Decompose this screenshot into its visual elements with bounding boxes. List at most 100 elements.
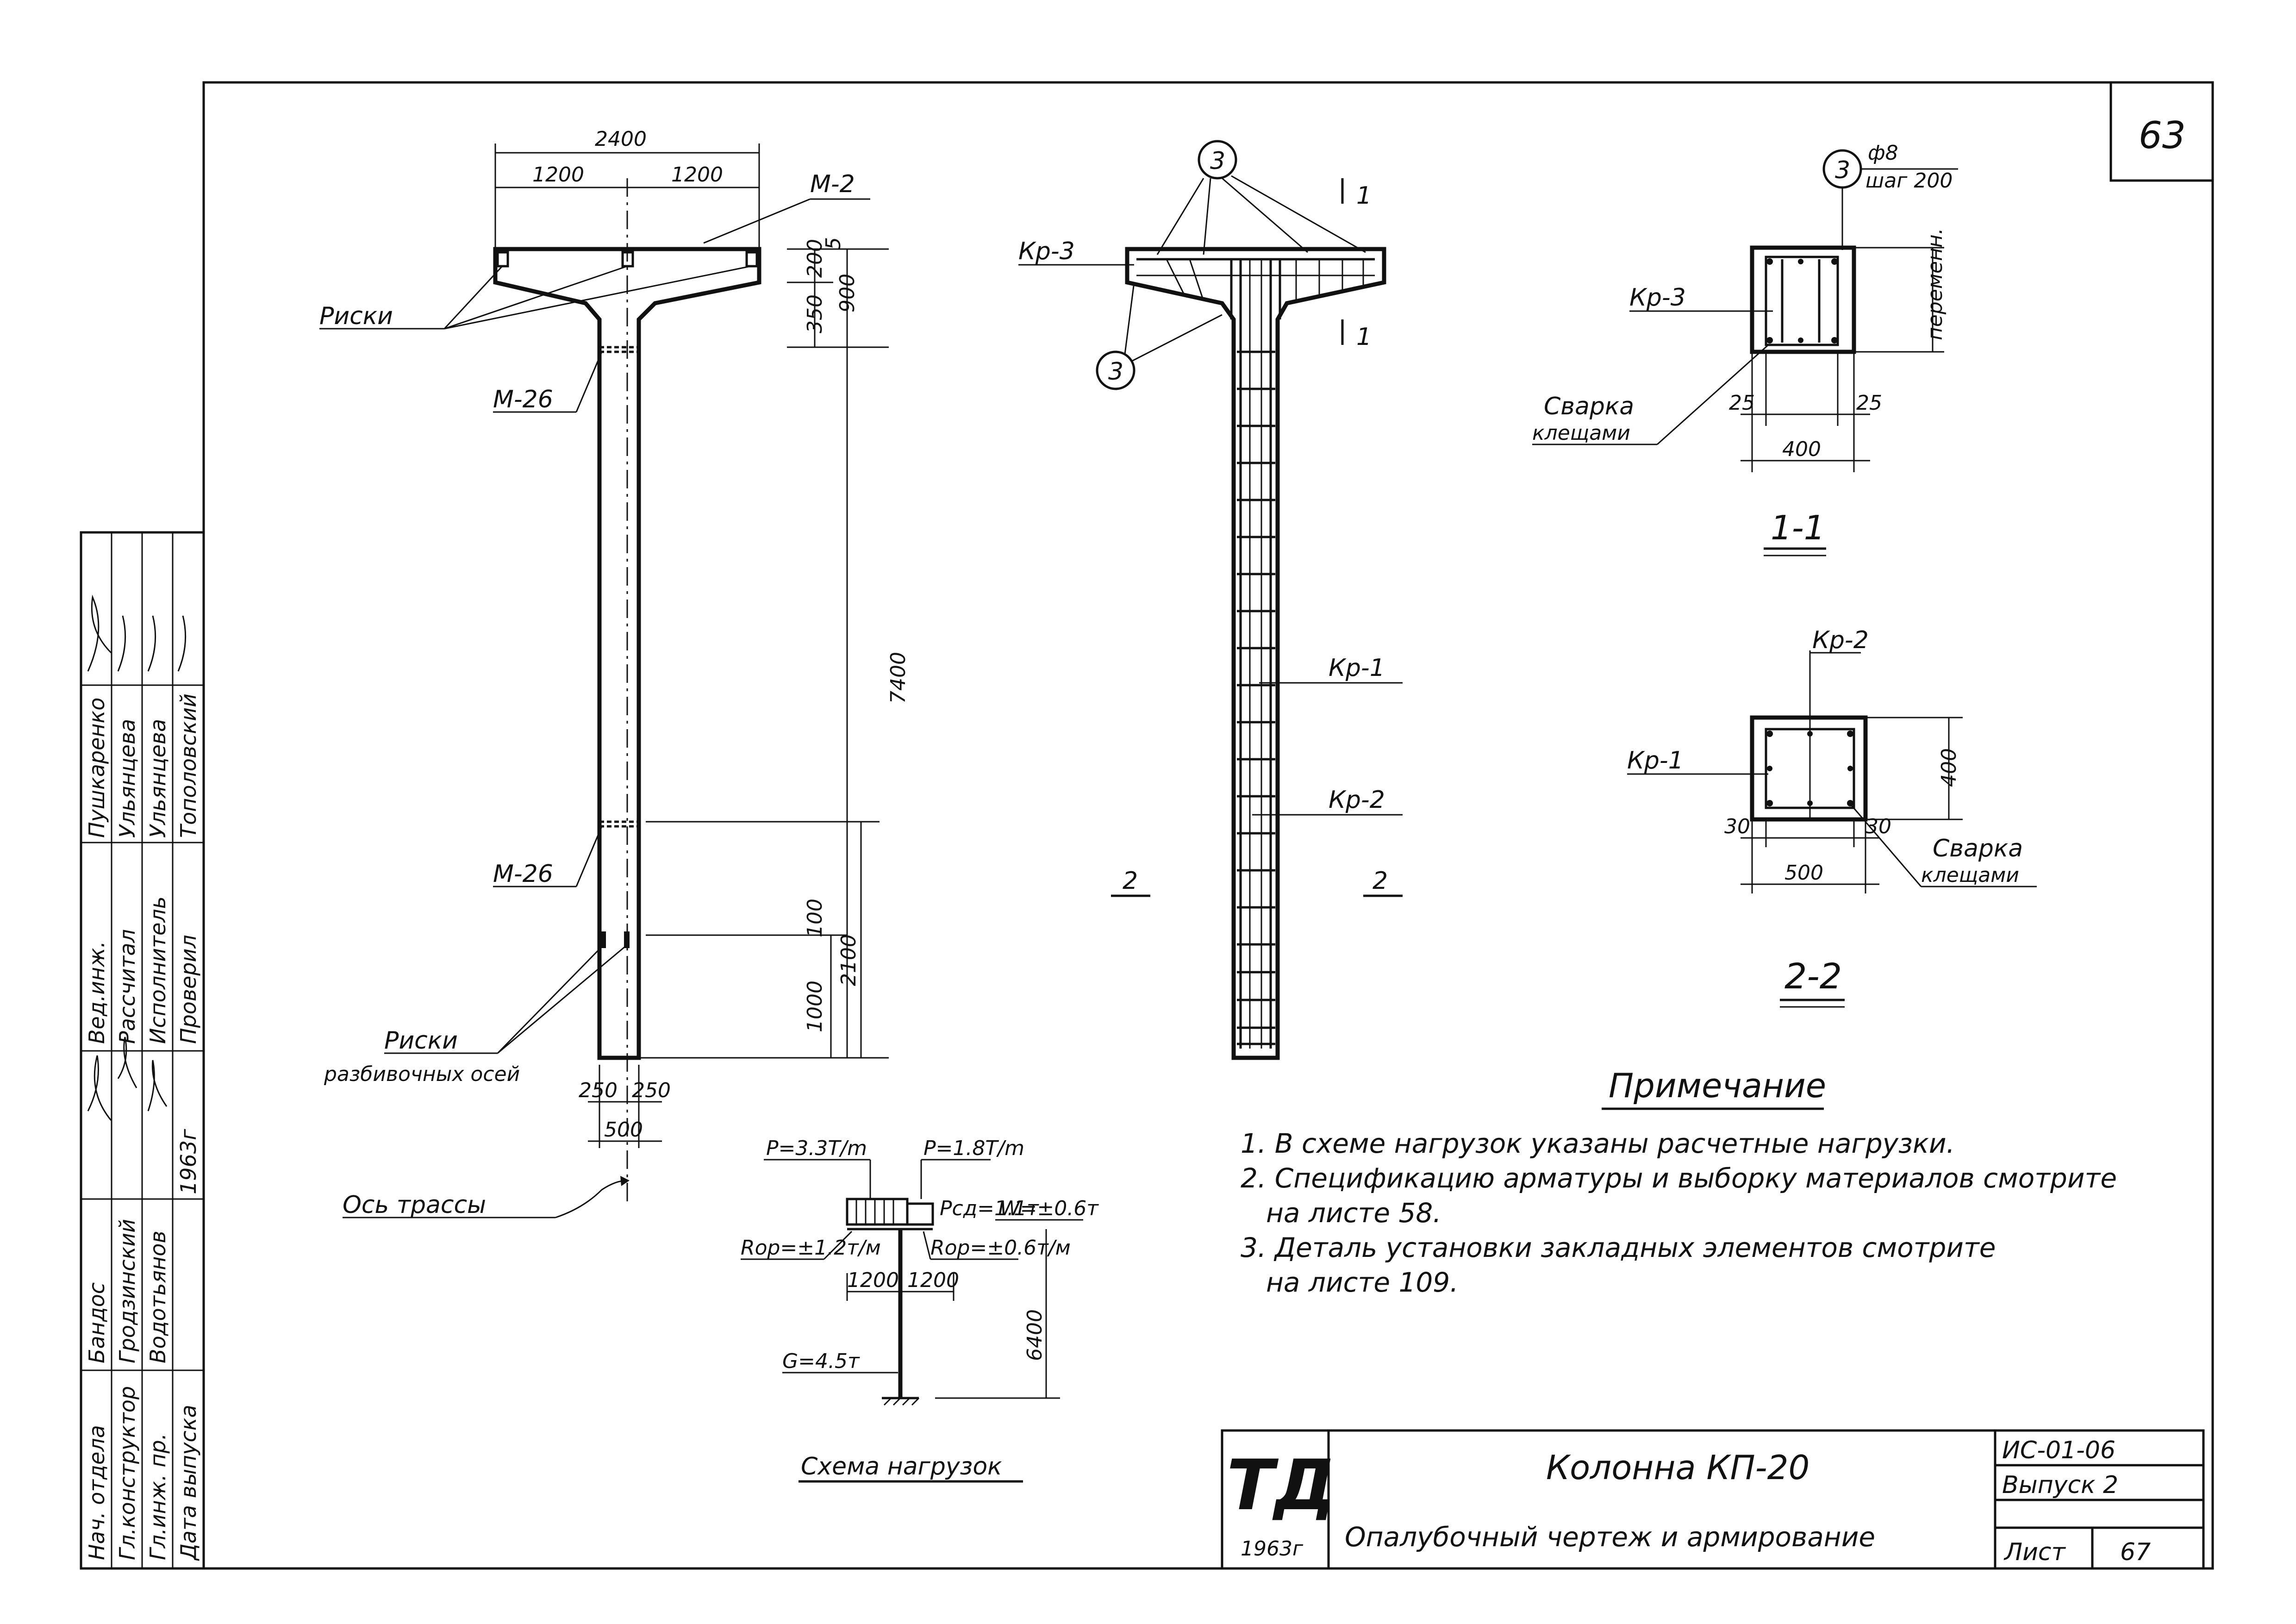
load-block-right: [906, 1202, 934, 1226]
dim-base-total: 500: [604, 1118, 643, 1142]
section-1-1-weld: Сварка: [1544, 393, 1634, 420]
note-3-cont: на листе 109.: [1266, 1267, 1459, 1298]
marks-label-bottom-sub: разбивочных осей: [324, 1062, 520, 1086]
section-1-1-weld2: клещами: [1532, 421, 1630, 445]
stamp-person-5: Пушкаренко: [84, 698, 109, 838]
stamp-person-8: Тополовский: [176, 693, 201, 838]
stamp-person-1: Бандос: [84, 1282, 109, 1363]
load-r-right: Rор=±0.6т/м: [930, 1236, 1071, 1260]
section-1-1-dim-width: 400: [1782, 437, 1821, 461]
side-stamp: Нач. отдела Гл.конструктор Гл.инж. пр. Д…: [80, 531, 205, 1570]
stamp-person-3: Водотьянов: [145, 1230, 170, 1363]
dim-base-left: 250: [579, 1079, 618, 1102]
position-3-circle-bottom: [1096, 350, 1136, 390]
dim-350: 350: [803, 294, 827, 333]
marks-label-top: Риски: [319, 302, 393, 330]
doc-code: ИС-01-06: [2002, 1437, 2115, 1464]
section-1-1: 3 ф8 шаг 200 Кр-3 Сварка клещами 25 25 4…: [1532, 141, 1958, 556]
sheet-frame: [202, 81, 2214, 1570]
note-3: 3. Деталь установки закладных элементов …: [1241, 1232, 1996, 1263]
cut-2-left: 2: [1123, 867, 1138, 895]
signature-4: [87, 594, 112, 672]
stamp-role-3: Гл.инж. пр.: [145, 1433, 170, 1560]
dim-1200-left: 1200: [532, 163, 584, 187]
load-scheme-title: Схема нагрузок: [801, 1453, 1002, 1480]
cage-label-kr3: Кр-3: [1018, 237, 1075, 265]
title-block: ТД 1963г Колонна КП-20 Опалубочный черте…: [1221, 1429, 2205, 1568]
section-2-2-title: 2-2: [1784, 956, 1842, 997]
load-p-left: P=3.3T/m: [766, 1137, 867, 1160]
dim-900: 900: [836, 274, 859, 312]
dim-5: 5: [822, 237, 845, 250]
cut-1-top: 1: [1356, 182, 1372, 210]
load-scheme: P=3.3T/m P=1.8T/m Рсд=1.1т W=±0.6т Rор=±…: [741, 1137, 1099, 1483]
load-dim-left: 1200: [847, 1268, 899, 1292]
section-2-2: Кр-2 Кр-1 400 30 30 500 Сварка клещами 2…: [1627, 626, 2037, 1008]
load-g: G=4.5т: [782, 1349, 860, 1373]
section-2-2-dim-left: 30: [1724, 815, 1750, 838]
section-1-1-bar: ф8: [1868, 141, 1898, 165]
stamp-role-2: Гл.конструктор: [115, 1386, 140, 1560]
section-1-1-cage: Кр-3: [1629, 284, 1686, 312]
section-2-2-dim-width: 500: [1784, 861, 1823, 885]
signature-5: [117, 615, 126, 672]
dim-2100: 2100: [837, 934, 861, 986]
load-dim-right: 1200: [907, 1268, 959, 1292]
stamp-role-6: Рассчитал: [115, 929, 140, 1044]
load-p-right: P=1.8T/m: [923, 1137, 1024, 1160]
org-year: 1963г: [1241, 1537, 1304, 1561]
dim-base-right: 250: [632, 1079, 671, 1102]
section-2-2-dim-height: 400: [1937, 748, 1961, 787]
formwork-elevation: 2400 1200 1200 М-2 Риски М-26 М-26: [319, 127, 910, 1219]
section-1-1-dim-right: 25: [1856, 391, 1882, 415]
page-number-box: [2109, 82, 2213, 182]
marks-label-bottom: Риски: [384, 1027, 458, 1055]
doc-issue: Выпуск 2: [2002, 1471, 2118, 1499]
stamp-person-2: Гродзинский: [115, 1219, 140, 1363]
reinforcement-elevation: 3 3 Кр-3 1 1 Кр-1 Кр-2 2 2: [1018, 140, 1403, 1060]
load-r-left: Rор=±1.2т/м: [741, 1236, 881, 1260]
stamp-role-5: Вед.инж.: [84, 941, 109, 1044]
note-2-cont: на листе 58.: [1266, 1197, 1441, 1229]
dim-1000: 1000: [803, 981, 827, 1032]
axis-label: Ось трассы: [343, 1191, 486, 1219]
cage-label-kr2: Кр-2: [1329, 786, 1385, 814]
stamp-role-4: Дата выпуска: [176, 1405, 201, 1561]
stamp-person-7: Ульянцева: [145, 719, 170, 838]
section-1-1-dim-height: переменн.: [1923, 228, 1947, 340]
sheet-number: 67: [2120, 1538, 2151, 1566]
cut-1-bottom: 1: [1356, 323, 1372, 351]
section-1-1-outline: [1750, 245, 1856, 354]
dim-200: 200: [803, 239, 827, 278]
note-2: 2. Спецификацию арматуры и выборку матер…: [1241, 1162, 2117, 1194]
dim-100: 100: [803, 899, 827, 937]
signature-1: [87, 1055, 112, 1121]
position-3-bottom: 3: [1108, 358, 1123, 386]
section-1-1-title: 1-1: [1771, 508, 1825, 547]
embed-label-m26-upper: М-26: [493, 386, 553, 413]
reinforced-column-outline: [1125, 247, 1386, 1060]
dim-7400: 7400: [886, 652, 910, 704]
embed-label-m2: М-2: [810, 170, 855, 198]
stamp-date: 1963г: [176, 1129, 201, 1194]
notes-block: Примечание 1. В схеме нагрузок указаны р…: [1241, 1066, 2117, 1298]
stirrups: [1237, 350, 1275, 1045]
stamp-role-7: Исполнитель: [145, 896, 170, 1044]
sheet-label: Лист: [2003, 1538, 2066, 1566]
section-2-2-weld: Сварка: [1933, 835, 2023, 862]
cut-2-right: 2: [1373, 867, 1388, 895]
org-logo: ТД: [1227, 1445, 1336, 1526]
signature-7: [177, 615, 187, 672]
load-w: W=±0.6т: [1000, 1197, 1099, 1220]
dim-1200-right: 1200: [671, 163, 723, 187]
signature-3: [147, 1060, 168, 1112]
section-2-2-outline: [1750, 715, 1868, 822]
load-dim-height: 6400: [1023, 1309, 1047, 1361]
embed-label-m26-lower: М-26: [493, 860, 553, 888]
section-1-1-step: шаг 200: [1866, 169, 1953, 193]
signature-6: [147, 615, 156, 672]
position-3-top: 3: [1210, 147, 1225, 175]
page-corner-number: 63: [2139, 114, 2186, 157]
section-2-2-weld2: клещами: [1921, 863, 2019, 887]
